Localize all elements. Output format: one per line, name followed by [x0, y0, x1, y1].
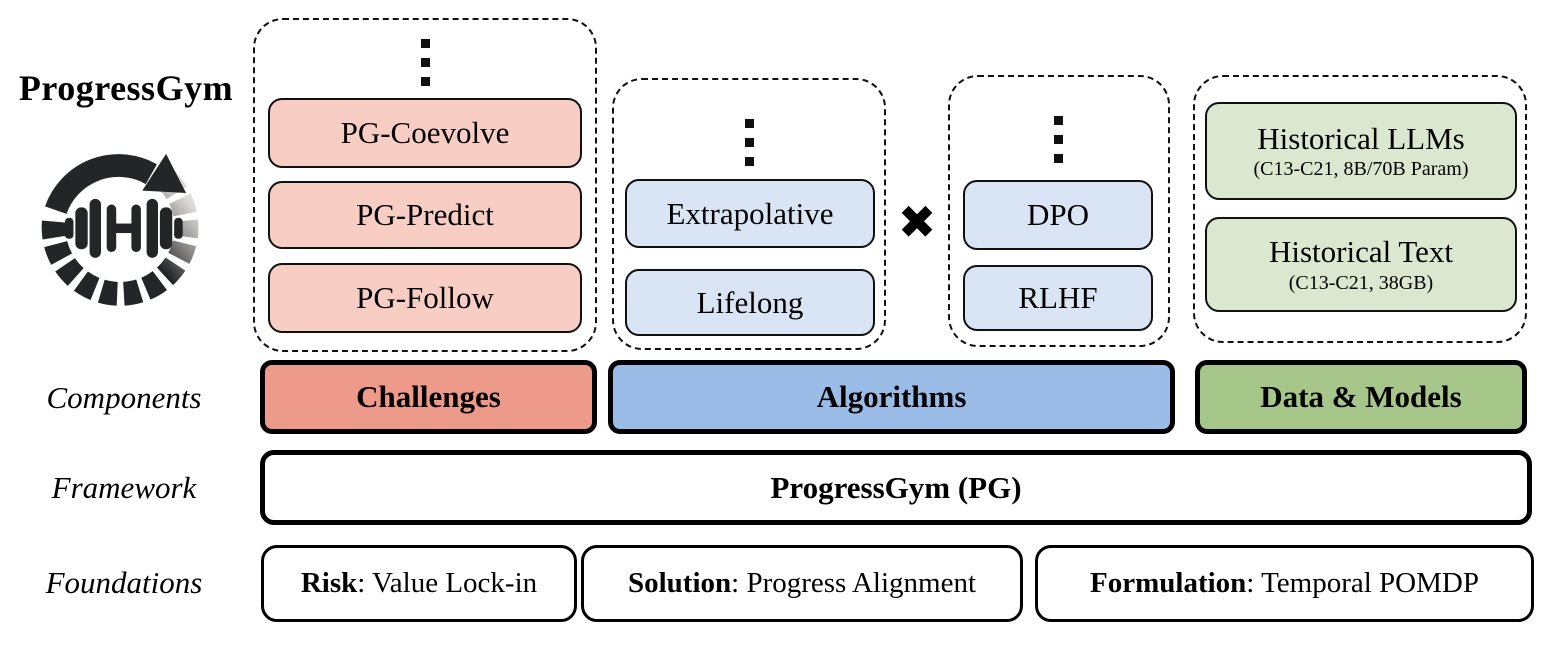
foundation-formulation: Formulation: Temporal POMDP — [1035, 545, 1534, 622]
foundation-formulation-text: : Temporal POMDP — [1246, 567, 1479, 599]
algorithm-item-dpo: DPO — [963, 180, 1153, 250]
historical-llms-title: Historical LLMs — [1257, 120, 1465, 156]
optimizer-group — [948, 75, 1170, 347]
data-models-bar: Data & Models — [1195, 360, 1527, 434]
algorithm-item-rlhf: RLHF — [963, 265, 1153, 331]
challenge-item-pg-coevolve: PG-Coevolve — [268, 98, 582, 168]
vertical-ellipsis-icon — [739, 116, 759, 168]
algorithm-family-group — [612, 78, 886, 350]
foundation-formulation-keyword: Formulation — [1090, 567, 1247, 599]
historical-llms-subtitle: (C13-C21, 8B/70B Param) — [1253, 158, 1469, 181]
challenge-item-pg-follow: PG-Follow — [268, 263, 582, 333]
components-row-label: Components — [46, 380, 202, 415]
vertical-ellipsis-icon — [1048, 113, 1068, 165]
foundation-solution: Solution: Progress Alignment — [581, 545, 1023, 622]
framework-bar: ProgressGym (PG) — [260, 450, 1532, 525]
page-title: ProgressGym — [18, 68, 234, 108]
progressgym-logo-icon — [25, 115, 215, 315]
data-item-historical-llms: Historical LLMs (C13-C21, 8B/70B Param) — [1205, 102, 1517, 200]
foundation-risk: Risk: Value Lock-in — [261, 545, 577, 622]
vertical-ellipsis-icon — [415, 34, 435, 90]
foundation-solution-keyword: Solution — [627, 567, 732, 599]
historical-text-subtitle: (C13-C21, 38GB) — [1288, 271, 1434, 294]
foundation-risk-keyword: Risk — [300, 567, 358, 599]
algorithm-item-extrapolative: Extrapolative — [625, 179, 875, 248]
framework-row-label: Framework — [51, 470, 197, 505]
challenges-bar: Challenges — [260, 360, 597, 434]
data-models-group — [1193, 75, 1527, 343]
cross-product-icon: ✖ — [897, 195, 937, 249]
foundations-row-label: Foundations — [45, 565, 203, 600]
algorithms-bar: Algorithms — [608, 360, 1175, 434]
foundation-solution-text: : Progress Alignment — [731, 567, 977, 599]
foundation-risk-text: : Value Lock-in — [357, 567, 538, 599]
challenges-group — [253, 18, 597, 352]
algorithm-item-lifelong: Lifelong — [625, 269, 875, 336]
data-item-historical-text: Historical Text (C13-C21, 38GB) — [1205, 217, 1517, 312]
historical-text-title: Historical Text — [1268, 234, 1454, 270]
challenge-item-pg-predict: PG-Predict — [268, 181, 582, 249]
